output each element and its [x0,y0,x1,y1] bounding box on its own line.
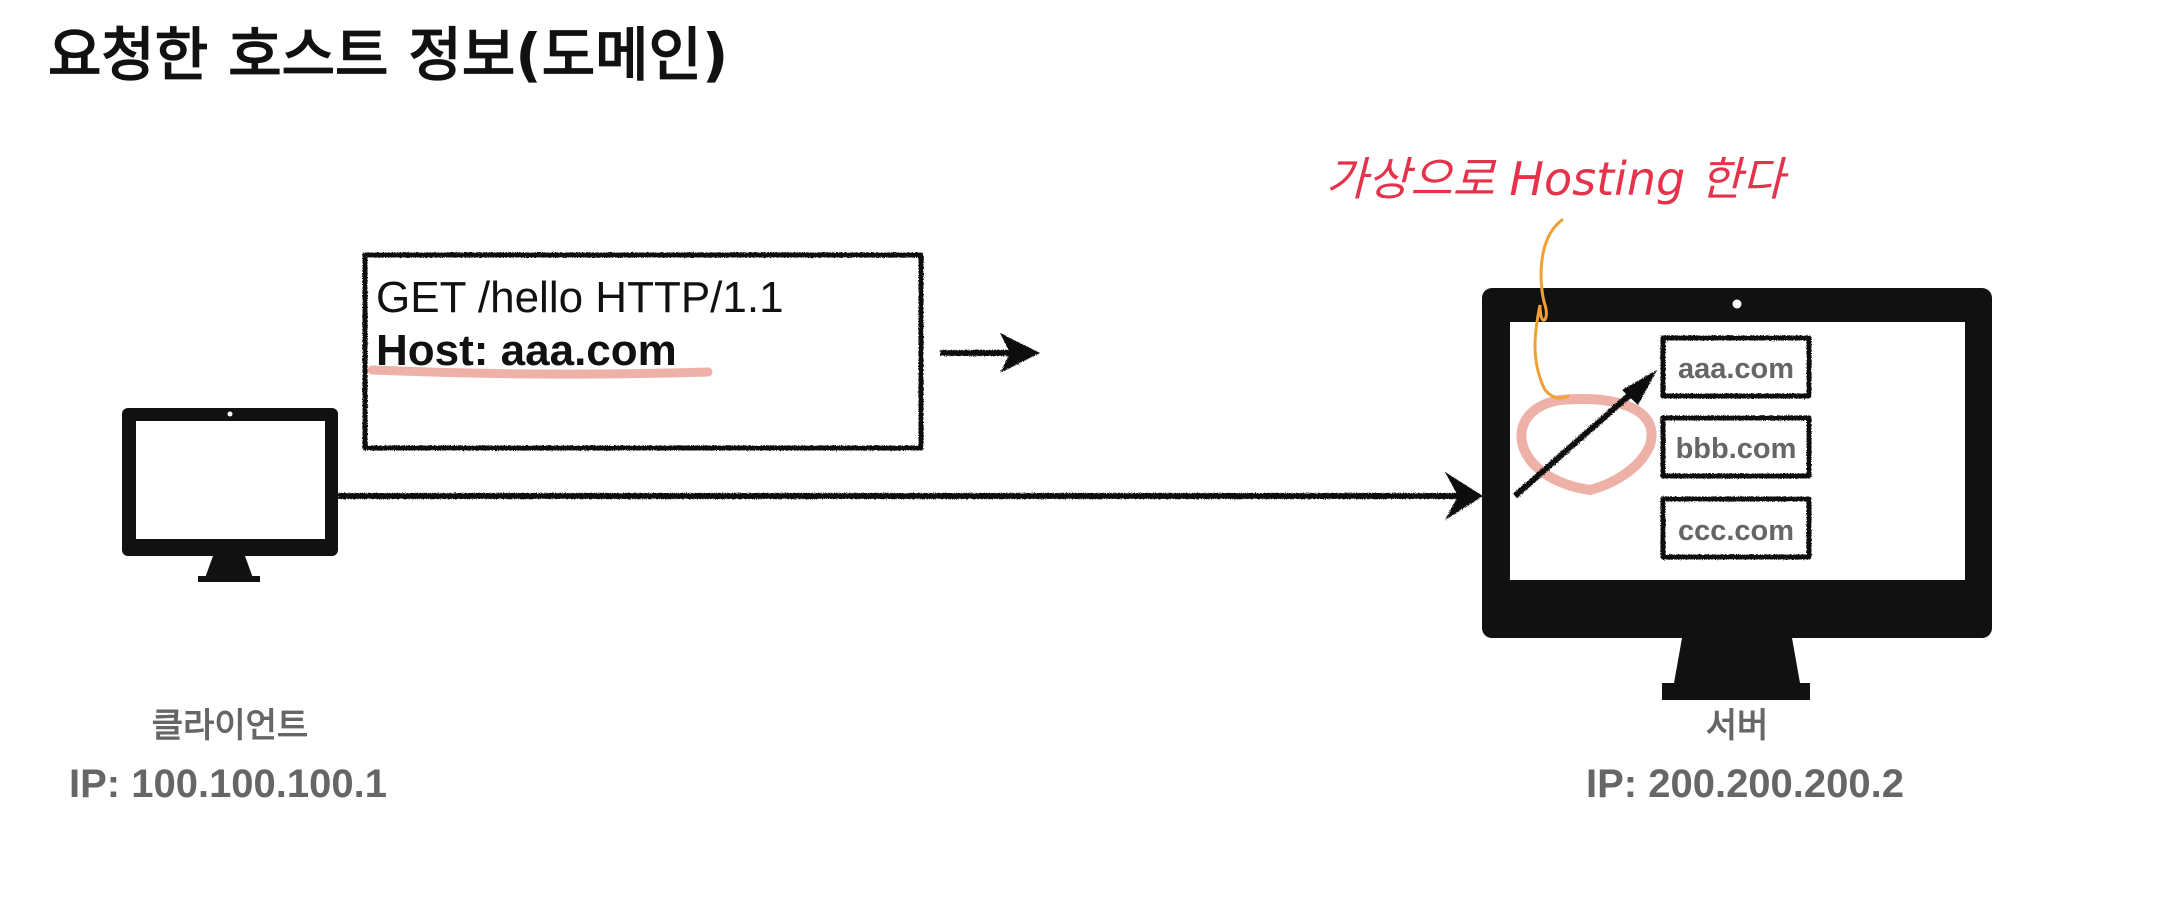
server-monitor-icon [1482,288,1992,700]
host-header-underline [367,365,713,379]
server-ip: IP: 200.200.200.2 [1586,762,1904,806]
host-box-ccc: ccc.com [1660,496,1812,560]
client-monitor-icon [122,408,338,582]
host-label: ccc.com [1678,515,1794,547]
host-header: Host: aaa.com [376,326,677,375]
host-label: bbb.com [1676,433,1797,465]
page-title: 요청한 호스트 정보(도메인) [48,21,728,89]
request-line: GET /hello HTTP/1.1 [376,273,784,322]
host-box-bbb: bbb.com [1660,415,1812,479]
request-arrow [338,472,1483,520]
host-box-aaa: aaa.com [1660,335,1812,399]
arrow-right-icon [940,333,1040,373]
highlight-circle [1516,394,1657,496]
host-label: aaa.com [1678,353,1794,385]
client-ip: IP: 100.100.100.1 [69,762,387,806]
request-message-box: GET /hello HTTP/1.1 Host: aaa.com [362,252,924,451]
client-name: 클라이언트 [152,706,308,746]
server-name: 서버 [1706,706,1769,746]
request-box-border [362,252,924,451]
annotation-leader [1533,218,1570,400]
annotation-note: 가상으로 Hosting 한다 [1325,152,1789,206]
routing-arrow [1513,370,1657,499]
